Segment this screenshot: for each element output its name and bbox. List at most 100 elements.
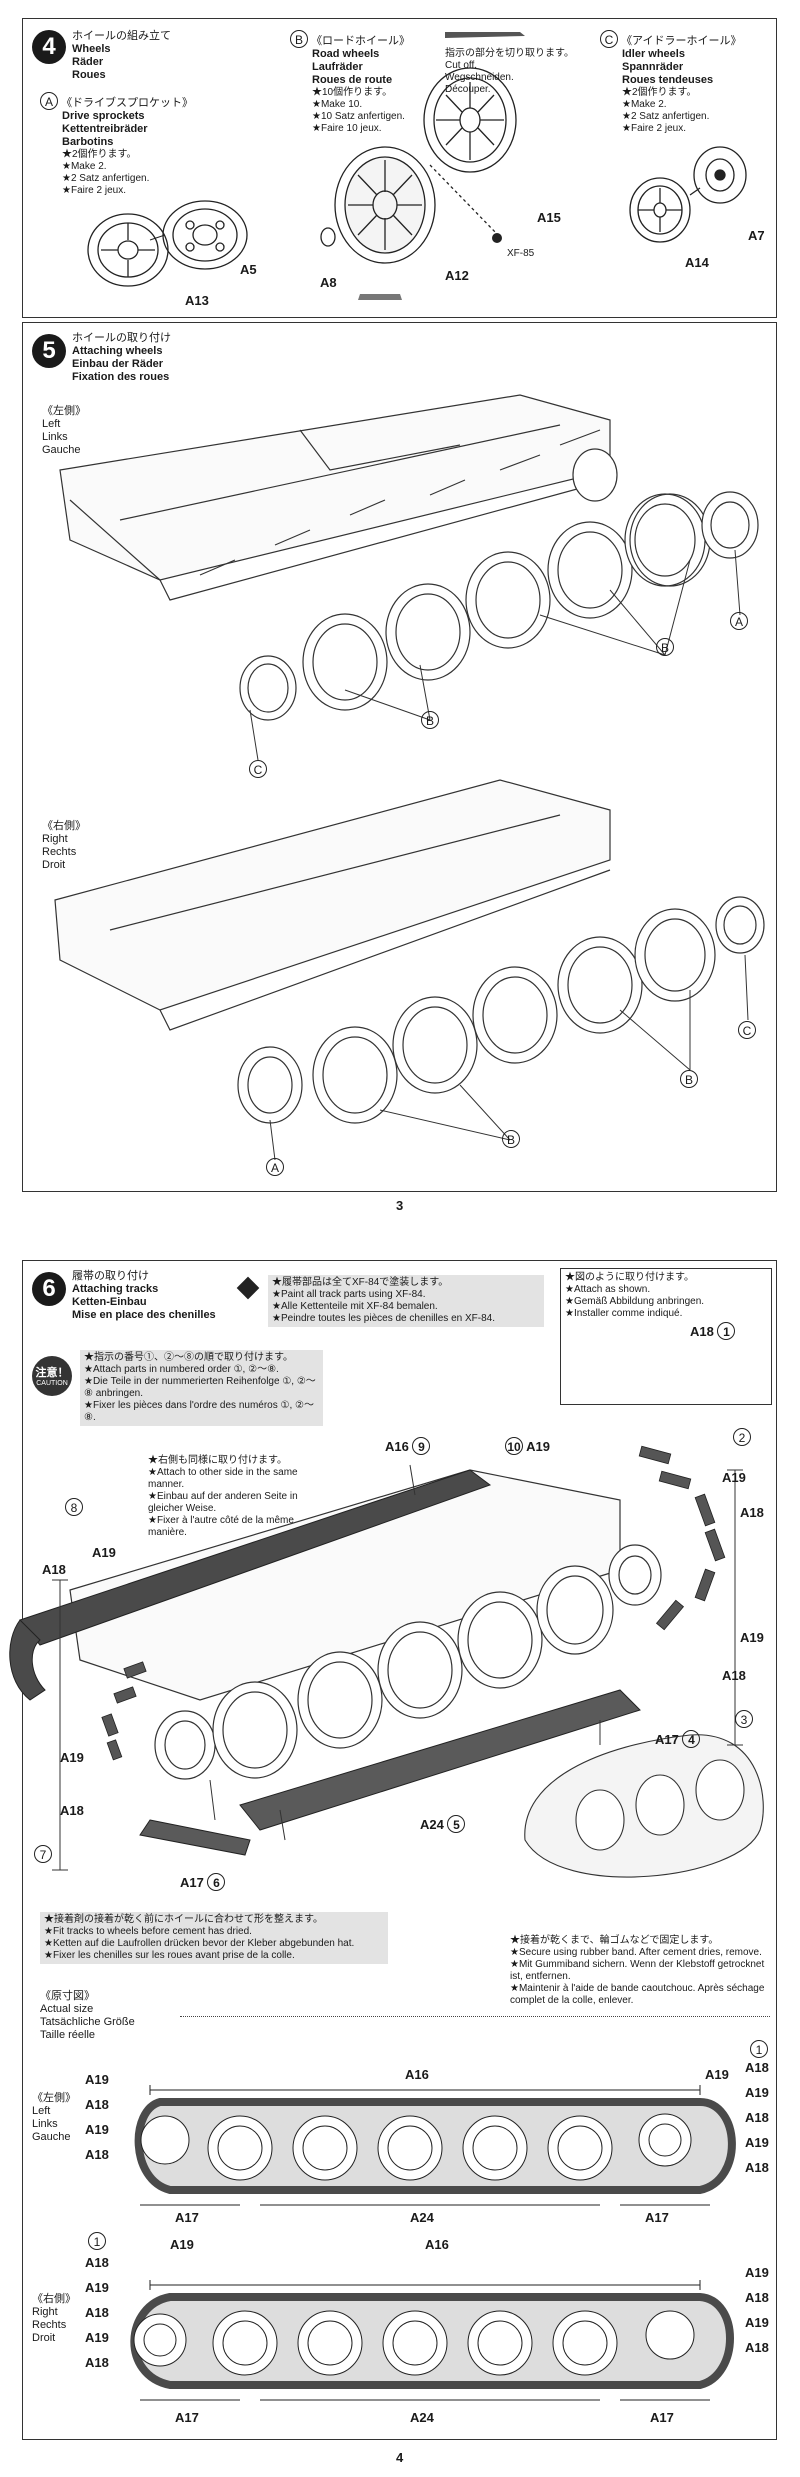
- step4a-heading: A 《ドライブスプロケット》 Drive sprockets Kettentre…: [40, 92, 193, 197]
- act-r-a19-r1: A19: [745, 2265, 769, 2280]
- act-l-a18-r5: A18: [745, 2160, 769, 2175]
- act-r-a19-r3: A19: [745, 2315, 769, 2330]
- step4-panel: [22, 18, 777, 318]
- step5-panel: [22, 322, 777, 1192]
- fit-tracks-note: ★接着剤の接着が乾く前にホイールに合わせて形を整えます。 ★Fit tracks…: [40, 1912, 388, 1964]
- part-label-a8: A8: [320, 275, 337, 290]
- step6-label-a18-r1: A18: [740, 1505, 764, 1520]
- step6-num3: 3: [735, 1710, 753, 1729]
- step6-label-a16-9: A16 9: [385, 1437, 431, 1455]
- step5-callout-a-left: A: [730, 612, 748, 631]
- paint-label-xf85: XF-85: [507, 248, 535, 259]
- upper-track-run: [9, 1469, 492, 1701]
- act-r-a19-l4: A19: [85, 2330, 109, 2345]
- act-l-a17-r: A17: [645, 2210, 669, 2225]
- part-label-a13: A13: [185, 293, 209, 308]
- step6-label-10-a19: 10 A19: [505, 1437, 550, 1455]
- suspension-arms-left: [199, 429, 601, 576]
- act-l-a17-l: A17: [175, 2210, 199, 2225]
- track-wheels-step6: [154, 1544, 662, 1780]
- step5-right-label: 《右側》 Right Rechts Droit: [42, 820, 86, 871]
- step5-callout-c-left: C: [249, 760, 267, 779]
- act-r-a18-l3: A18: [85, 2305, 109, 2320]
- act-l-a24: A24: [410, 2210, 434, 2225]
- step6-label-a24-5: A24 5: [420, 1815, 466, 1833]
- act-l-a19-r2: A19: [745, 2085, 769, 2100]
- act-l-a18-r1: A18: [745, 2060, 769, 2075]
- detail-inset-frame: [560, 1268, 772, 1405]
- step6-label-a17-6: A17 6: [180, 1873, 226, 1891]
- actual-size-divider: [180, 2016, 770, 2017]
- act-l-a18-l4: A18: [85, 2147, 109, 2162]
- act-l-a16: A16: [405, 2067, 429, 2082]
- road-wheel-drawing: [320, 67, 517, 264]
- actual-size-label: 《原寸図》 Actual size Tatsächliche Größe Tai…: [40, 1990, 135, 2041]
- step5-drawings: [54, 394, 765, 1161]
- actual-track-right: [130, 2280, 734, 2401]
- sprocket-a13-drawing: [87, 213, 169, 287]
- act-l-a18-l2: A18: [85, 2097, 109, 2112]
- paint-note: ★履帯部品は全てXF-84で塗装します。 ★Paint all track pa…: [268, 1275, 544, 1327]
- attach-as-shown-note: ★図のように取り付けます。 ★Attach as shown. ★Gemäß A…: [565, 1272, 705, 1319]
- part-label-a12: A12: [445, 268, 469, 283]
- step4c-heading: C 《アイドラーホイール》 Idler wheels Spannräder Ro…: [600, 30, 742, 135]
- road-wheels-left: [239, 448, 759, 721]
- actual-track-left: [134, 2085, 736, 2206]
- part-label-a14: A14: [685, 255, 709, 270]
- act-r-a19-l2: A19: [85, 2280, 109, 2295]
- step4-title: ホイールの組み立て Wheels Räder Roues: [72, 30, 171, 81]
- step5-callout-c-right: C: [738, 1021, 756, 1040]
- step4-number: 4: [32, 30, 66, 64]
- step6-label-a19-l2: A19: [60, 1750, 84, 1765]
- road-wheels-right: [237, 896, 765, 1124]
- knife-icon: [445, 32, 525, 38]
- step6-panel: [22, 1260, 777, 2440]
- rubber-band-example-drawing: [524, 1734, 764, 1878]
- track-link-parts: [101, 1445, 726, 1761]
- step5-callout-a-right: A: [266, 1158, 284, 1177]
- step4-drawings: [87, 32, 747, 300]
- cut-off-note: 指示の部分を切り取ります。 Cut off. Wegschneiden. Déc…: [445, 48, 574, 95]
- act-r-a18-l1: A18: [85, 2255, 109, 2270]
- step6-label-a19-r2: A19: [740, 1630, 764, 1645]
- callout-b: B: [290, 30, 308, 48]
- act-r-num1: 1: [88, 2232, 106, 2251]
- act-r-a17-r: A17: [650, 2410, 674, 2425]
- callout-lines-right: [269, 954, 749, 1161]
- lower-track-run: [139, 1689, 641, 1856]
- actual-right-label: 《右側》 Right Rechts Droit: [32, 2293, 76, 2344]
- caution-note: ★指示の番号①、②～⑧の順で取り付けます。 ★Attach parts in n…: [80, 1350, 323, 1426]
- act-l-a19-top-r: A19: [705, 2067, 729, 2082]
- step6-num7: 7: [34, 1845, 52, 1864]
- callout-a: A: [40, 92, 58, 110]
- step5-title: ホイールの取り付け Attaching wheels Einbau der Rä…: [72, 332, 171, 383]
- page-number-3: 3: [396, 1198, 404, 1213]
- act-l-a19-r4: A19: [745, 2135, 769, 2150]
- rubber-band-note: ★接着が乾くまで、輪ゴムなどで固定します。 ★Secure using rubb…: [510, 1935, 765, 2006]
- actual-left-label: 《左側》 Left Links Gauche: [32, 2092, 76, 2143]
- page-number-4: 4: [396, 2450, 404, 2465]
- act-l-a19-l1: A19: [85, 2072, 109, 2087]
- act-l-num1: 1: [750, 2040, 768, 2059]
- act-l-a18-r3: A18: [745, 2110, 769, 2125]
- step6-label-a19-left: A19: [92, 1545, 116, 1560]
- hull-left-drawing: [59, 394, 611, 601]
- callout-lines-step6: [52, 1464, 743, 1871]
- step6-label-a17-4: A17 4: [655, 1730, 701, 1748]
- step5-callout-b-left1: B: [656, 638, 674, 657]
- act-r-a18-l5: A18: [85, 2355, 109, 2370]
- step5-callout-b-right1: B: [680, 1070, 698, 1089]
- step6-label-a18-left: A18: [42, 1562, 66, 1577]
- paint-dot-icon: [492, 233, 502, 243]
- step6-label-a18-r2: A18: [722, 1668, 746, 1683]
- step6-title: 履帯の取り付け Attaching tracks Ketten-Einbau M…: [72, 1270, 216, 1321]
- callout-c: C: [600, 30, 618, 48]
- step5-number: 5: [32, 334, 66, 368]
- act-l-a19-l3: A19: [85, 2122, 109, 2137]
- act-r-a18-r2: A18: [745, 2290, 769, 2305]
- other-side-note: ★右側も同様に取り付けます。 ★Attach to other side in …: [148, 1455, 298, 1538]
- step6-label-a19-r1: A19: [722, 1470, 746, 1485]
- step5-left-label: 《左側》 Left Links Gauche: [42, 405, 86, 456]
- act-r-a17-l: A17: [175, 2410, 199, 2425]
- act-r-a19-top-l: A19: [170, 2237, 194, 2252]
